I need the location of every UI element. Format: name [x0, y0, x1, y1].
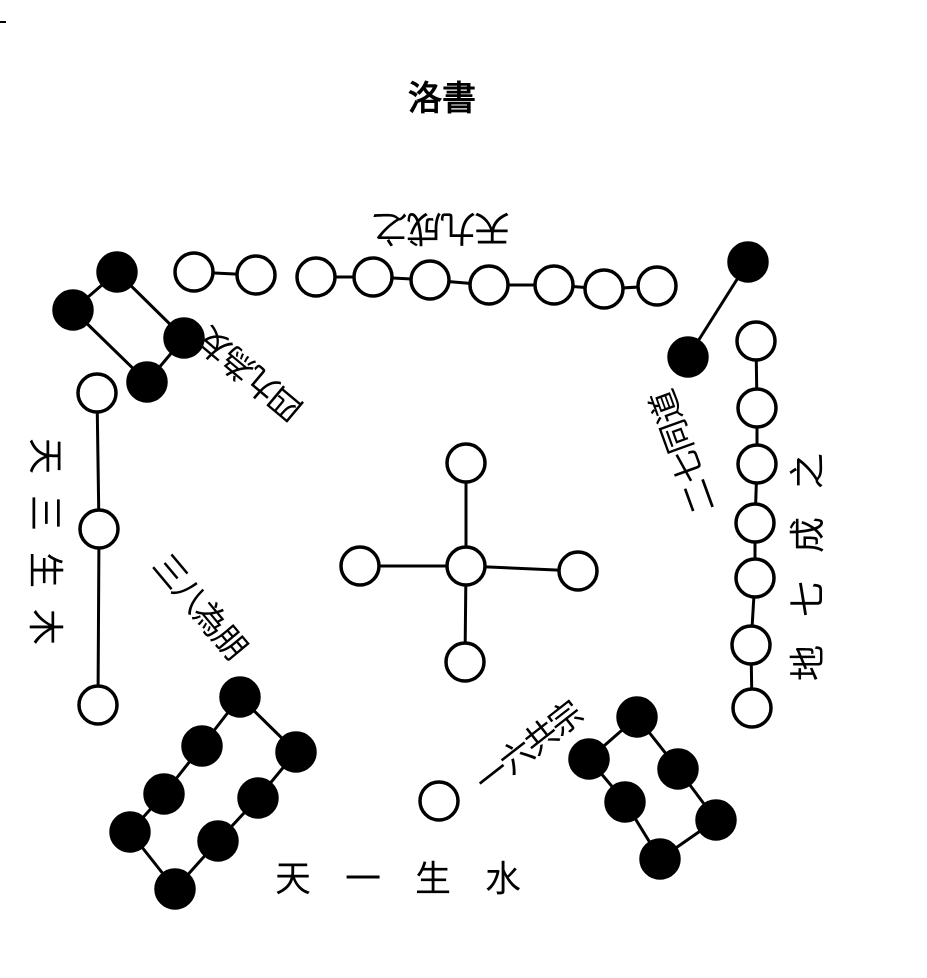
white-dot	[352, 256, 394, 298]
white-dot	[736, 387, 778, 429]
diagram-title: 洛書	[408, 79, 476, 119]
white-dot	[730, 624, 772, 666]
svg-text:天三生木: 天三生木	[24, 438, 65, 666]
black-dot	[639, 838, 681, 880]
black-dot	[126, 361, 168, 403]
white-dot	[557, 550, 599, 592]
black-dot	[52, 289, 94, 331]
svg-text:四九為友: 四九為友	[190, 319, 311, 429]
black-dot	[181, 725, 223, 767]
black-dot	[109, 811, 151, 853]
label-inner-left: 三八為朋	[145, 546, 255, 666]
black-dot	[163, 317, 205, 359]
white-dot	[731, 687, 773, 729]
white-dot	[76, 372, 118, 414]
group-three-line	[95, 392, 101, 530]
black-dot	[154, 868, 196, 910]
label-bottom: 天一生水	[275, 859, 555, 900]
black-dot	[616, 696, 658, 738]
white-dot	[636, 265, 678, 307]
black-dot	[568, 738, 610, 780]
white-dot	[736, 443, 778, 485]
svg-text:二七同道: 二七同道	[642, 385, 722, 519]
white-dot	[295, 256, 337, 298]
label-left: 天三生木	[24, 438, 65, 666]
white-dot	[78, 508, 120, 550]
black-dot	[96, 251, 138, 293]
white-dot	[444, 641, 486, 683]
black-dot	[727, 241, 769, 283]
group-three-line	[96, 528, 101, 706]
label-upper-left: 四九為友	[190, 319, 311, 429]
white-dot	[533, 264, 575, 306]
svg-text:三八為朋: 三八為朋	[145, 546, 255, 666]
white-dot	[409, 259, 451, 301]
svg-text:天九成之: 天九成之	[373, 207, 510, 248]
svg-text:地七成之: 地七成之	[788, 425, 829, 681]
label-right: 地七成之	[788, 425, 829, 681]
black-dot	[604, 781, 646, 823]
white-dot	[77, 684, 119, 726]
black-dot	[695, 799, 737, 841]
white-dot	[445, 545, 487, 587]
white-dot	[339, 545, 381, 587]
label-bottom-center: 一六共宗	[467, 693, 590, 801]
white-dot	[235, 254, 277, 296]
black-dot	[275, 731, 317, 773]
white-dot	[173, 251, 215, 293]
dots	[52, 241, 778, 910]
label-upper-right: 二七同道	[642, 385, 722, 519]
black-dot	[143, 773, 185, 815]
svg-text:一六共宗: 一六共宗	[467, 693, 590, 801]
white-dot	[734, 502, 776, 544]
black-dot	[237, 777, 279, 819]
white-dot	[468, 264, 510, 306]
black-dot	[657, 748, 699, 790]
label-top: 天九成之	[373, 207, 510, 248]
white-dot	[734, 557, 776, 599]
white-dot	[735, 320, 777, 362]
black-dot	[667, 336, 709, 378]
white-dot	[583, 268, 625, 310]
white-dot	[445, 442, 487, 484]
black-dot	[219, 676, 261, 718]
white-dot	[418, 780, 460, 822]
black-dot	[197, 820, 239, 862]
